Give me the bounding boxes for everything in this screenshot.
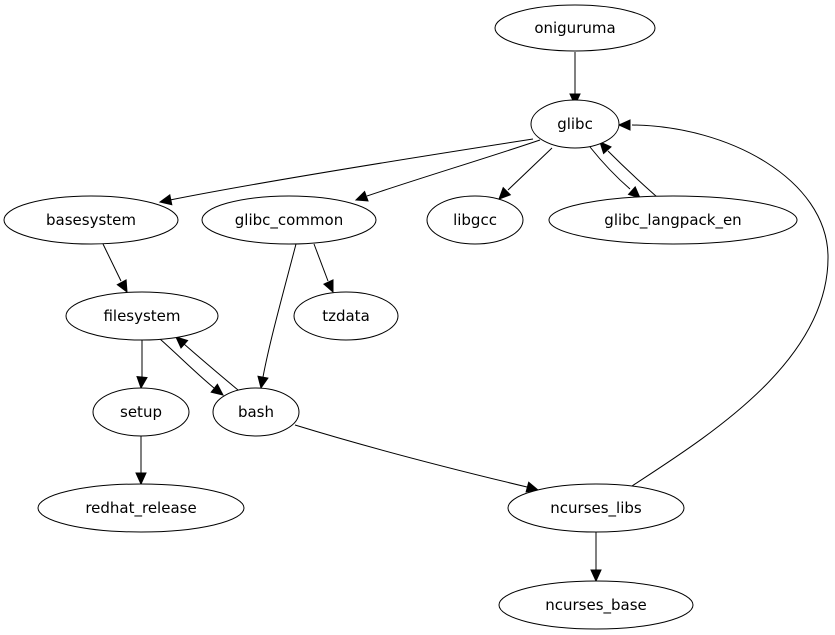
node-label: bash	[238, 403, 274, 421]
edge-glibc-to-glibc-common	[354, 139, 541, 202]
node-ellipse	[426, 195, 524, 245]
node-setup: setup	[92, 387, 190, 437]
edge-line	[262, 243, 297, 378]
node-ellipse	[293, 291, 399, 341]
edge-filesystem-to-bash	[159, 338, 224, 396]
edge-bash-to-ncurses-libs	[294, 424, 540, 493]
edge-ncurses-libs-to-ncurses-base	[590, 532, 602, 583]
arrowhead	[158, 194, 173, 206]
node-basesystem: basesystem	[3, 195, 179, 245]
node-ellipse	[65, 291, 219, 341]
arrowhead	[175, 336, 189, 349]
node-label: libgcc	[453, 211, 497, 229]
node-label: filesystem	[103, 307, 180, 325]
arrowhead	[498, 186, 512, 200]
arrowhead	[135, 472, 147, 486]
node-label: tzdata	[322, 307, 370, 325]
node-ellipse	[92, 387, 190, 437]
node-glibc-common: glibc_common	[201, 195, 377, 245]
node-ellipse	[507, 483, 685, 533]
edge-line	[102, 243, 122, 282]
node-ellipse	[3, 195, 179, 245]
arrowhead	[525, 481, 540, 493]
edge-glibc-to-glibc-langpack-en	[589, 146, 641, 199]
node-ellipse	[498, 580, 694, 630]
arrowhead	[354, 190, 369, 202]
arrowhead	[210, 383, 224, 396]
edge-line	[183, 343, 239, 391]
arrowhead	[617, 119, 631, 131]
edge-line	[631, 124, 829, 487]
arrowhead	[257, 375, 269, 390]
edge-line	[507, 147, 553, 191]
node-oniguruma: oniguruma	[494, 4, 656, 52]
edge-oniguruma-to-glibc	[569, 52, 581, 107]
edge-glibc-common-to-bash	[257, 243, 297, 390]
edge-setup-to-redhat-release	[135, 436, 147, 486]
node-label: redhat_release	[85, 499, 196, 518]
node-label: ncurses_libs	[550, 499, 642, 518]
node-glibc: glibc	[530, 99, 620, 149]
node-ellipse	[201, 195, 377, 245]
edges-layer	[102, 52, 829, 583]
edge-line	[607, 150, 658, 198]
edge-line	[294, 424, 528, 488]
edge-ncurses-libs-to-glibc	[617, 119, 829, 487]
arrowhead	[590, 569, 602, 583]
arrowhead	[322, 279, 334, 294]
arrowhead	[627, 185, 641, 199]
arrowhead	[116, 279, 128, 294]
edge-bash-to-filesystem	[175, 336, 239, 391]
node-ellipse	[37, 483, 245, 533]
node-libgcc: libgcc	[426, 195, 524, 245]
node-label: basesystem	[46, 211, 136, 229]
node-label: setup	[120, 403, 162, 421]
node-label: glibc_langpack_en	[604, 211, 741, 230]
node-redhat-release: redhat_release	[37, 483, 245, 533]
edge-line	[313, 243, 329, 282]
edge-line	[589, 146, 631, 190]
edge-glibc-to-basesystem	[158, 138, 534, 206]
node-label: glibc	[557, 115, 593, 133]
edge-glibc-to-libgcc	[498, 147, 553, 200]
edge-line	[159, 338, 215, 389]
edge-glibc-common-to-tzdata	[313, 243, 334, 294]
edge-line	[169, 138, 534, 201]
node-bash: bash	[212, 387, 300, 437]
node-glibc-langpack-en: glibc_langpack_en	[548, 195, 798, 245]
node-label: ncurses_base	[545, 596, 647, 615]
edge-line	[366, 139, 541, 197]
node-filesystem: filesystem	[65, 291, 219, 341]
nodes-layer: oniguruma glibc basesystem glibc_common libg…	[3, 4, 798, 630]
arrowhead	[599, 141, 612, 155]
node-ncurses-libs: ncurses_libs	[507, 483, 685, 533]
node-ellipse	[548, 195, 798, 245]
edge-basesystem-to-filesystem	[102, 243, 128, 294]
arrowhead	[136, 376, 148, 390]
edge-glibc-langpack-en-to-glibc	[599, 141, 658, 198]
node-ncurses-base: ncurses_base	[498, 580, 694, 630]
node-ellipse	[212, 387, 300, 437]
edge-filesystem-to-setup	[136, 340, 148, 390]
node-label: oniguruma	[534, 19, 615, 37]
node-ellipse	[494, 4, 656, 52]
node-label: glibc_common	[235, 211, 343, 230]
node-ellipse	[530, 99, 620, 149]
node-tzdata: tzdata	[293, 291, 399, 341]
